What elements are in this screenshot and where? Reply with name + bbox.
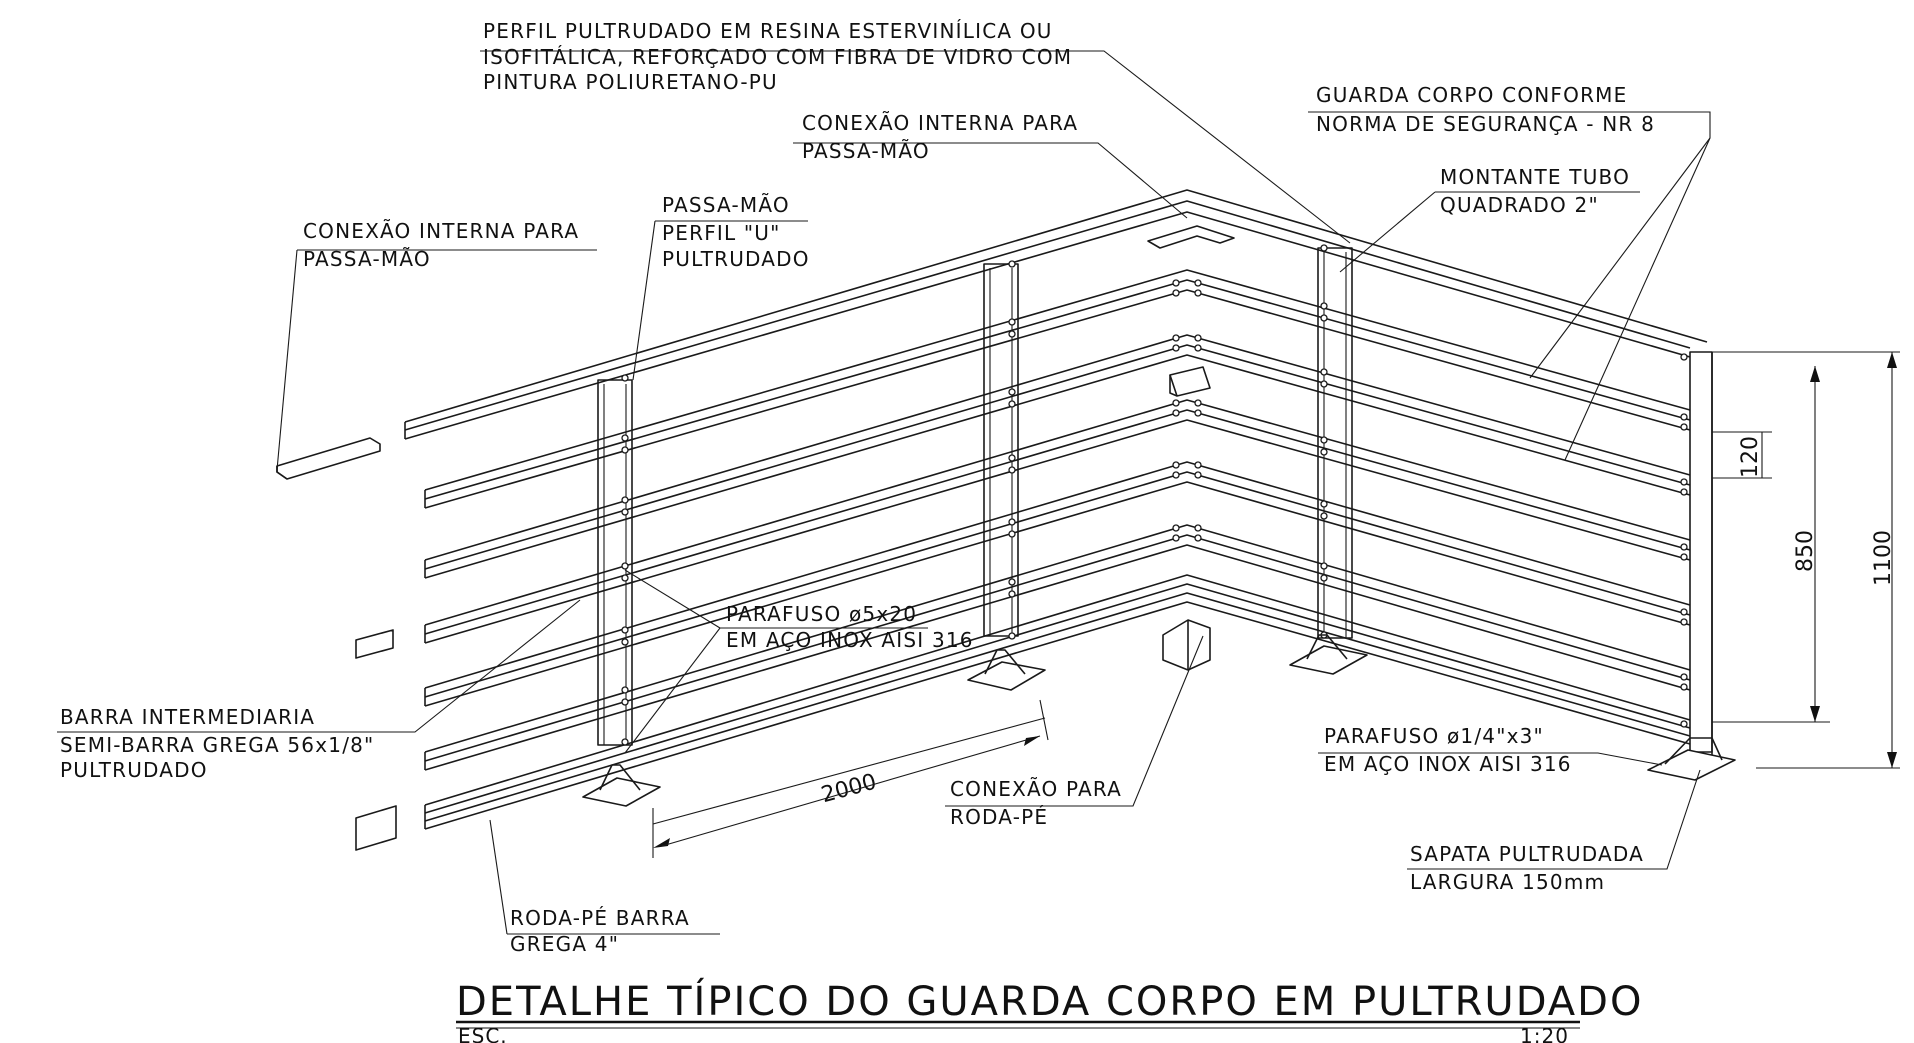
- label-barra-line-3: PULTRUDADO: [60, 758, 208, 782]
- label-roda-pe-line-2: GREGA 4": [510, 932, 619, 956]
- scale-value: 1:20: [1520, 1024, 1569, 1043]
- title-block: DETALHE TÍPICO DO GUARDA CORPO EM PULTRU…: [456, 977, 1643, 1043]
- loose-parts: [276, 225, 1235, 851]
- railing-structure: [276, 189, 1736, 851]
- label-parafuso-quarter: PARAFUSO ø1/4"x3" EM AÇO INOX AISI 316: [1324, 724, 1572, 776]
- kick-plate: [424, 574, 1691, 830]
- scale-label: ESC.: [458, 1024, 508, 1043]
- label-conexao-interna-left: CONEXÃO INTERNA PARA PASSA-MÃO: [303, 219, 579, 271]
- label-parafuso-5x20-line-1: PARAFUSO ø5x20: [726, 602, 917, 626]
- dimension-lines: [652, 351, 1900, 858]
- label-parafuso-quarter-line-2: EM AÇO INOX AISI 316: [1324, 752, 1572, 776]
- label-montante: MONTANTE TUBO QUADRADO 2": [1440, 165, 1630, 217]
- label-perfil-line-3: PINTURA POLIURETANO-PU: [483, 70, 778, 94]
- label-guarda-corpo-line-2: NORMA DE SEGURANÇA - NR 8: [1316, 112, 1655, 136]
- label-perfil-line-2: ISOFITÁLICA, REFORÇADO COM FIBRA DE VIDR…: [483, 45, 1072, 69]
- label-conexao-top-line-2: PASSA-MÃO: [802, 139, 930, 163]
- label-perfil-line-1: PERFIL PULTRUDADO EM RESINA ESTERVINÍLIC…: [483, 19, 1053, 43]
- dimension-2000: 2000: [819, 770, 880, 809]
- base-plates: [582, 634, 1736, 807]
- posts: [597, 247, 1713, 760]
- dimension-850: 850: [1793, 530, 1818, 572]
- label-sapata-line-1: SAPATA PULTRUDADA: [1410, 842, 1644, 866]
- label-conexao-left-line-2: PASSA-MÃO: [303, 247, 431, 271]
- label-barra-intermediaria: BARRA INTERMEDIARIA SEMI-BARRA GREGA 56x…: [60, 705, 374, 782]
- label-sapata-line-2: LARGURA 150mm: [1410, 870, 1605, 894]
- label-montante-line-2: QUADRADO 2": [1440, 193, 1599, 217]
- dimension-1100: 1100: [1871, 530, 1896, 586]
- label-roda-pe-line-1: RODA-PÉ BARRA: [510, 906, 690, 930]
- label-guarda-corpo-line-1: GUARDA CORPO CONFORME: [1316, 83, 1627, 107]
- label-barra-line-1: BARRA INTERMEDIARIA: [60, 705, 315, 729]
- label-passa-mao: PASSA-MÃO PERFIL "U" PULTRUDADO: [662, 193, 810, 271]
- label-montante-line-1: MONTANTE TUBO: [1440, 165, 1630, 189]
- drawing-title: DETALHE TÍPICO DO GUARDA CORPO EM PULTRU…: [456, 977, 1643, 1025]
- label-passa-mao-line-1: PASSA-MÃO: [662, 193, 790, 217]
- leader-lines: [57, 50, 1711, 935]
- label-parafuso-5x20: PARAFUSO ø5x20 EM AÇO INOX AISI 316: [726, 602, 974, 652]
- label-guarda-corpo: GUARDA CORPO CONFORME NORMA DE SEGURANÇA…: [1316, 83, 1655, 136]
- label-conexao-roda-pe-line-2: RODA-PÉ: [950, 805, 1048, 829]
- label-barra-line-2: SEMI-BARRA GREGA 56x1/8": [60, 733, 374, 757]
- label-passa-mao-line-2: PERFIL "U": [662, 221, 781, 245]
- label-conexao-roda-pe: CONEXÃO PARA RODA-PÉ: [950, 777, 1122, 829]
- label-roda-pe: RODA-PÉ BARRA GREGA 4": [510, 906, 690, 956]
- label-passa-mao-line-3: PULTRUDADO: [662, 247, 810, 271]
- dimension-120: 120: [1738, 436, 1763, 478]
- top-handrail: [404, 189, 1708, 440]
- label-parafuso-quarter-line-1: PARAFUSO ø1/4"x3": [1324, 724, 1544, 748]
- label-conexao-interna-top: CONEXÃO INTERNA PARA PASSA-MÃO: [802, 111, 1078, 163]
- label-sapata: SAPATA PULTRUDADA LARGURA 150mm: [1410, 842, 1644, 894]
- bolts: [621, 244, 1688, 746]
- label-conexao-roda-pe-line-1: CONEXÃO PARA: [950, 777, 1122, 801]
- label-conexao-top-line-1: CONEXÃO INTERNA PARA: [802, 111, 1078, 135]
- label-conexao-left-line-1: CONEXÃO INTERNA PARA: [303, 219, 579, 243]
- label-parafuso-5x20-line-2: EM AÇO INOX AISI 316: [726, 628, 974, 652]
- label-perfil-pultrudado: PERFIL PULTRUDADO EM RESINA ESTERVINÍLIC…: [483, 19, 1072, 94]
- intermediate-bars: [424, 269, 1691, 771]
